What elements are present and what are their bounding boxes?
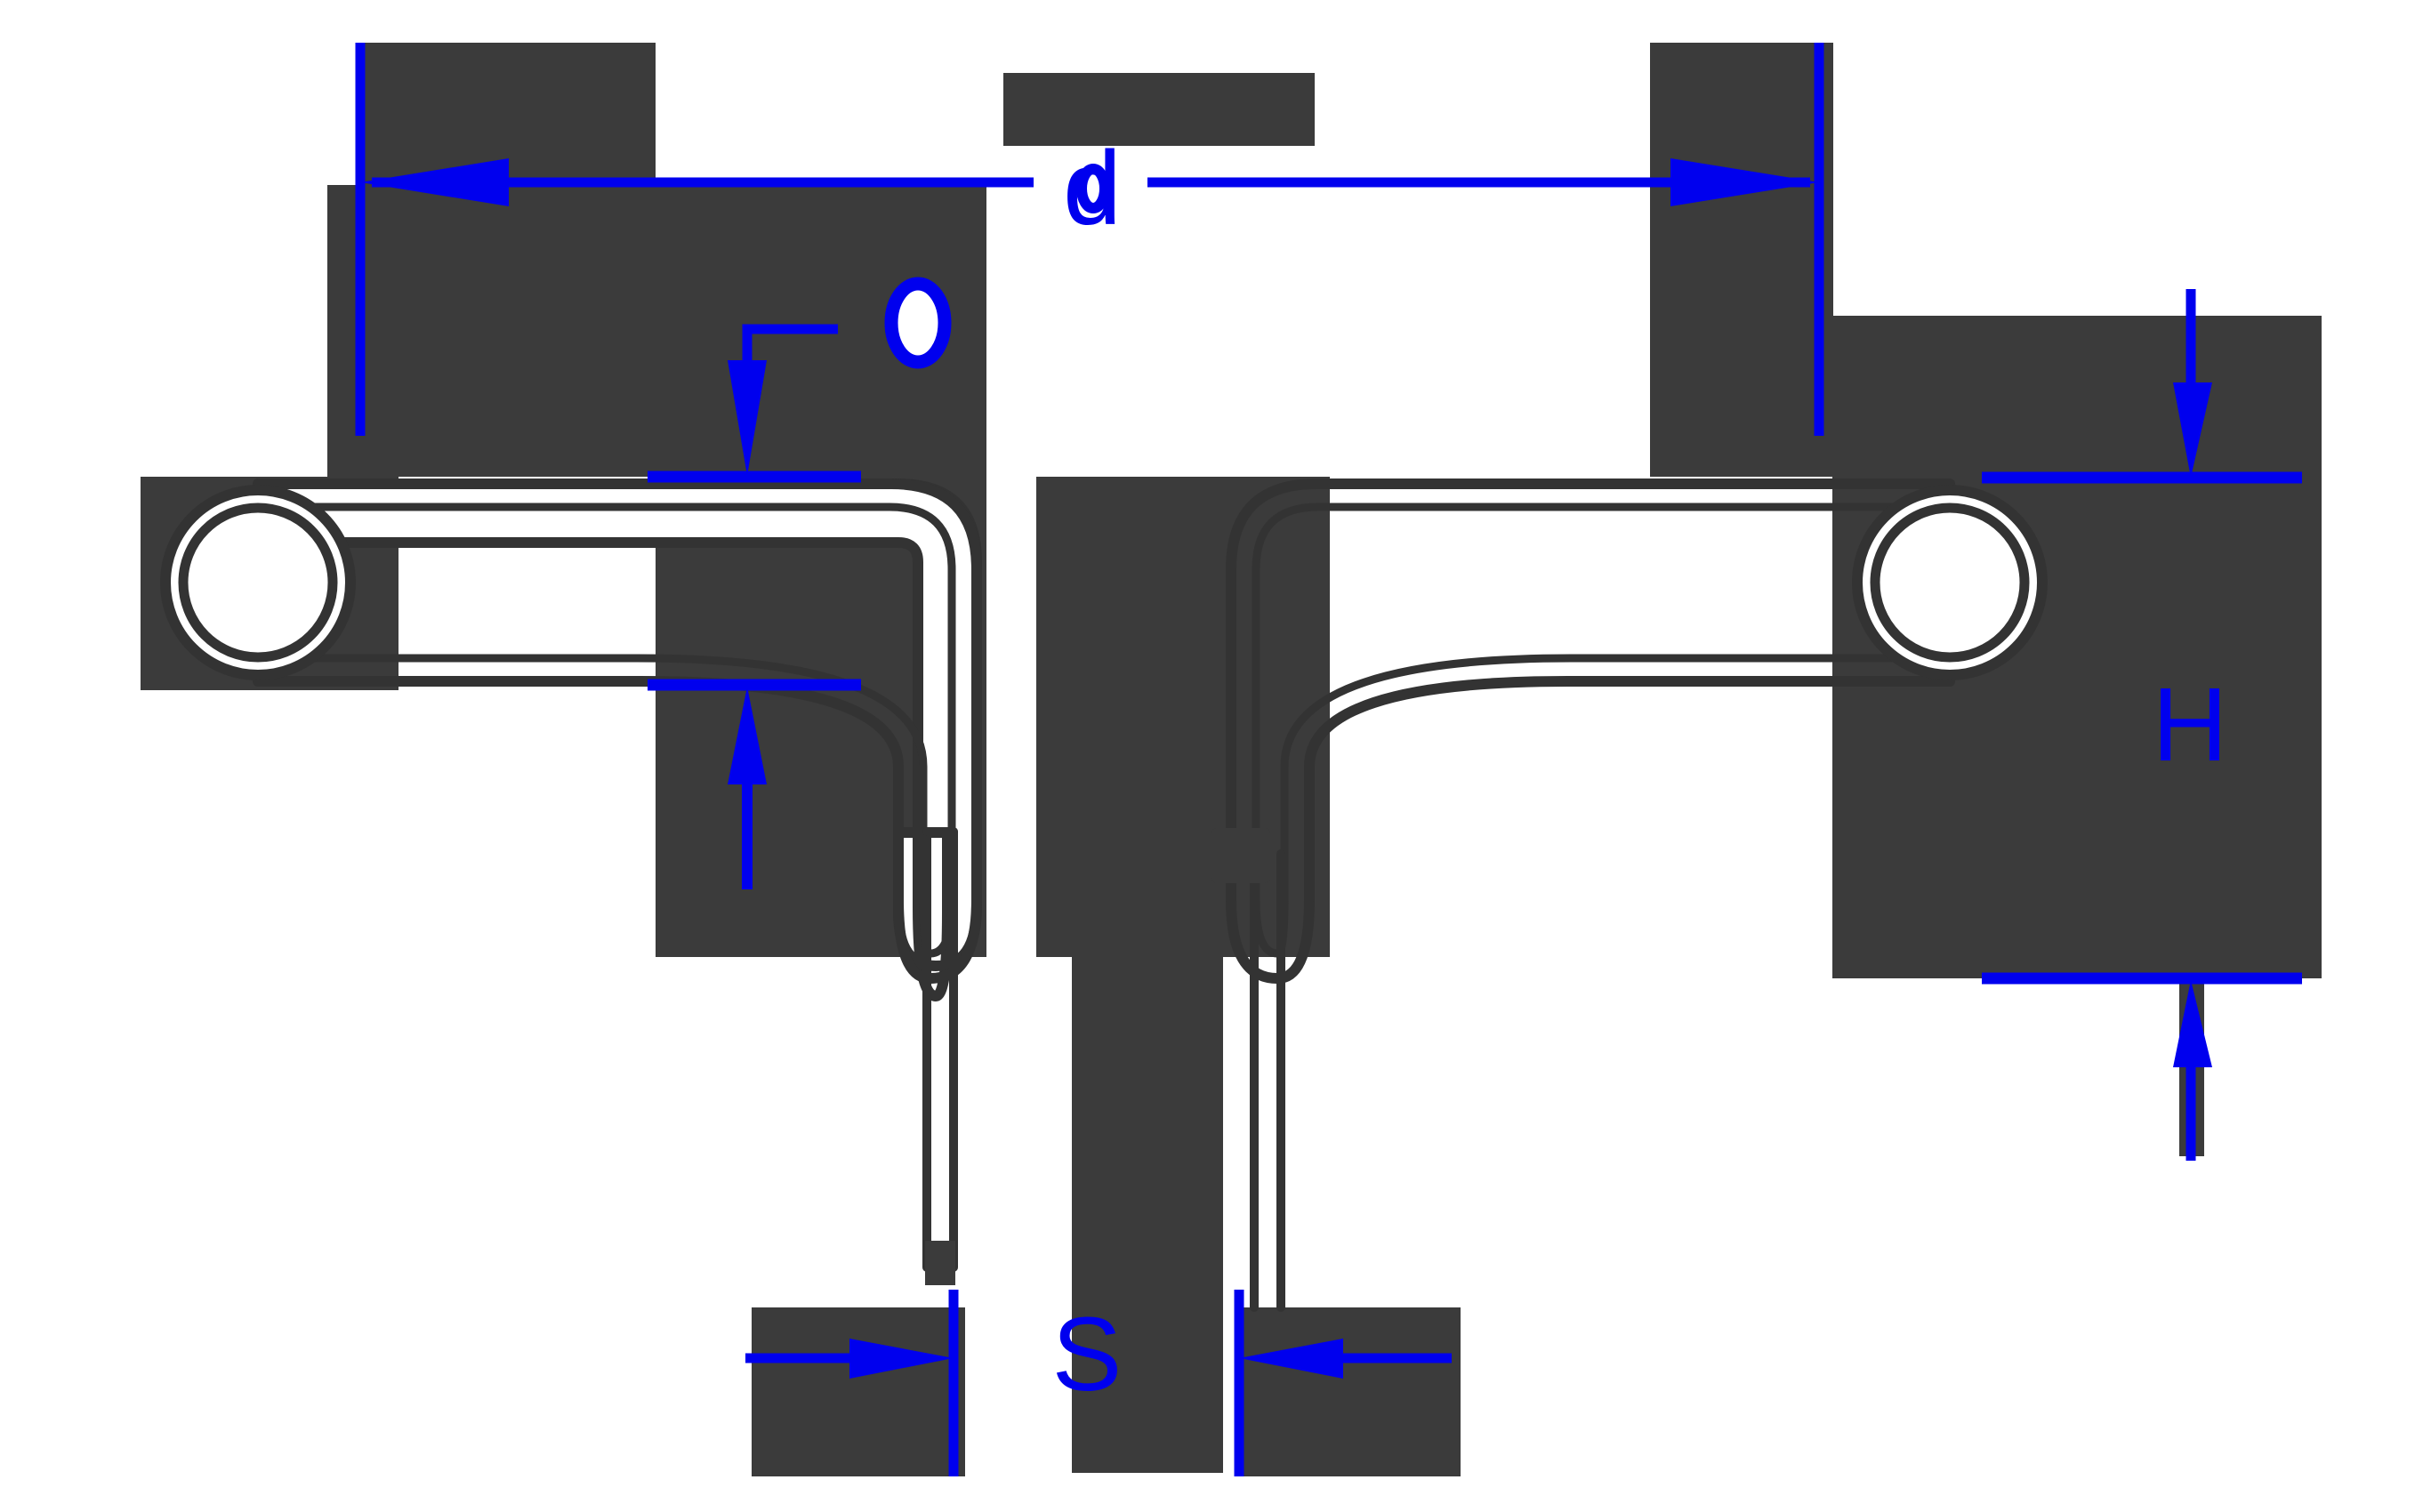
part-cutouts [965, 73, 1650, 1473]
o-leader-line [742, 324, 838, 363]
cutout-top-center [986, 146, 1003, 477]
dimension-inner-depth [648, 679, 861, 889]
pipe-right-end-circle [1852, 485, 2048, 680]
o-leader-arrowhead [728, 360, 767, 476]
pipe-left-end-circle [160, 485, 356, 680]
pipe-left-inner-top [262, 503, 956, 958]
dimension-h: H [1982, 289, 2302, 1161]
pipe-right-inner-top [1252, 503, 1945, 958]
dimension-s: S [745, 1290, 1452, 1476]
pipe-right-needle-seat [1211, 828, 1270, 883]
part-center-column [1072, 957, 1223, 1473]
dimension-s-label: S [1052, 1296, 1123, 1413]
dimension-annotations: H S d [355, 43, 2302, 1476]
pipe-left-inner-circle [178, 503, 338, 663]
pipe-left-needle-tip [925, 1241, 955, 1285]
h-top-arrowhead [2173, 382, 2212, 478]
d-arrowhead-left [360, 158, 509, 206]
d-bore-ellipse-small [1076, 164, 1110, 213]
pipe-right-inner-circle [1870, 503, 2030, 663]
cutout-bottom-left [965, 957, 1072, 1473]
dimension-d-label: d [1063, 130, 1122, 247]
part-bottom-left-stem [752, 1307, 965, 1476]
part-upper-left-block [360, 43, 656, 477]
cutout-bottom-right [1223, 957, 1238, 1313]
part-bottom-right-stem [1238, 1307, 1461, 1476]
part-right-post [1650, 43, 1833, 477]
s-arrowhead-left [849, 1339, 954, 1379]
dimension-o [648, 164, 1110, 483]
o-bore-ellipse [884, 277, 952, 369]
cutout-top-right-gap [1315, 73, 1650, 477]
pipe-right-outer-bottom [1272, 676, 1955, 984]
dimension-h-label: H [2152, 666, 2227, 784]
part-top-middle-strip [1003, 73, 1315, 146]
inner-depth-arrowhead [728, 687, 767, 784]
pipe-assembly [160, 479, 2048, 1312]
h-bottom-arrowhead [2173, 980, 2212, 1067]
s-arrowhead-right [1239, 1339, 1343, 1379]
dimension-d [355, 43, 1824, 436]
d-arrowhead-right [1670, 158, 1819, 206]
pipe-right-strokes [1226, 479, 1955, 1312]
cutout-center-v [986, 477, 1036, 957]
